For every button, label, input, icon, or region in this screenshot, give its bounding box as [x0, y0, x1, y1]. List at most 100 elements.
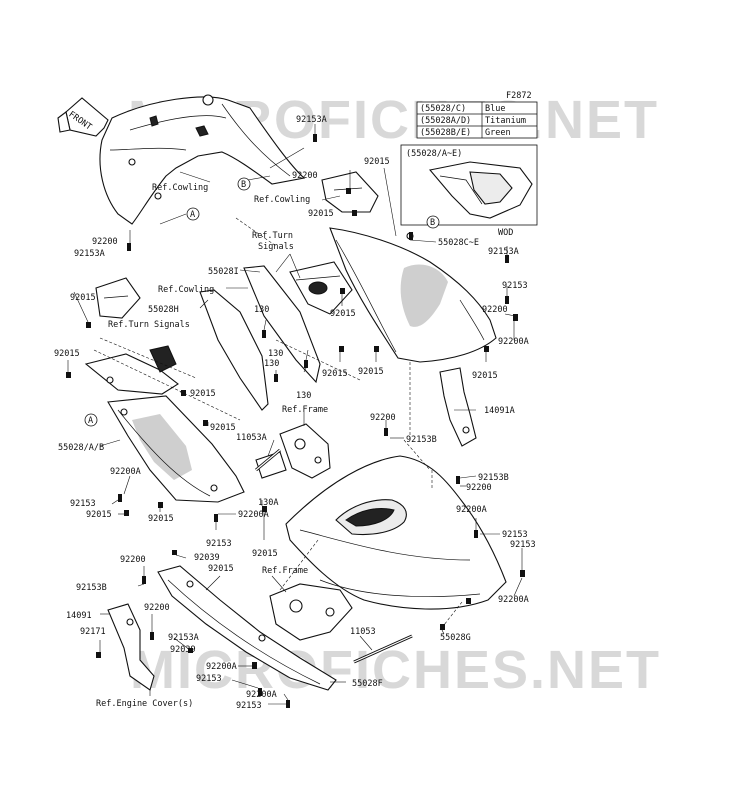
label-130-c: 130 [264, 359, 279, 369]
label-ref-cowling-a: Ref.Cowling [152, 183, 208, 193]
label-92015-f: 92015 [322, 369, 348, 379]
inset-title: (55028/A~E) [406, 149, 462, 159]
stay-rod-11053 [353, 634, 413, 664]
front-arrow-icon: FRONT [57, 97, 109, 137]
label-92153B-b: 92153B [478, 473, 509, 483]
label-92015-i: 92015 [190, 389, 216, 399]
marker-A-left: A [88, 416, 93, 426]
inset-caption: WOD [498, 228, 513, 238]
label-130A: 130A [258, 498, 278, 508]
label-ref-cowling-c: Ref.Cowling [158, 285, 214, 295]
label-92200A-e: 92200A [498, 595, 529, 605]
marker-B-top: B [241, 180, 246, 190]
label-92015-l: 92015 [148, 514, 174, 524]
label-92200A-a: 92200A [498, 337, 529, 347]
label-92200-b: 92200 [92, 237, 118, 247]
label-92153A-b: 92153A [74, 249, 105, 259]
turn-signal-bracket [289, 261, 353, 315]
label-92200-a: 92200 [292, 171, 318, 181]
legend-color-2: Green [485, 128, 511, 138]
ref-cowling-left-piece [95, 277, 141, 319]
label-92200A-g: 92200A [246, 690, 277, 700]
label-92200-f: 92200 [120, 555, 146, 565]
label-55028G: 55028G [440, 633, 471, 643]
label-55028C-E: 55028C~E [438, 238, 479, 248]
label-130-d: 130 [296, 391, 311, 401]
label-92015-k: 92015 [86, 510, 112, 520]
label-92153-f: 92153 [196, 674, 222, 684]
marker-B-right: B [430, 218, 435, 228]
label-92153-a: 92153 [502, 281, 528, 291]
label-55028H: 55028H [148, 305, 179, 315]
label-92039-b: 92039 [170, 645, 196, 655]
diagram-code: F2872 [506, 91, 532, 101]
label-11053: 11053 [350, 627, 376, 637]
left-turn-signal-assembly [84, 345, 179, 395]
fasteners [66, 134, 525, 708]
bracket-14091A [439, 367, 477, 447]
label-92039-a: 92039 [194, 553, 220, 563]
part-labels: 92153A 92200 Ref.Cowling 92200 92153A 92… [54, 115, 536, 711]
label-92015-e: 92015 [54, 349, 80, 359]
ref-frame-bracket-center [255, 423, 331, 479]
label-92015-d: 92015 [330, 309, 356, 319]
label-92200A-c: 92200A [238, 510, 269, 520]
stay-rod-11053A [255, 448, 281, 472]
label-92015-h: 92015 [472, 371, 498, 381]
label-92200-d: 92200 [370, 413, 396, 423]
label-55028F: 55028F [352, 679, 383, 689]
label-92153B-a: 92153B [406, 435, 437, 445]
watermark-bottom: MICROFICHES.NET [130, 640, 661, 700]
label-14091A: 14091A [484, 406, 515, 416]
label-ref-engine-cover: Ref.Engine Cover(s) [96, 699, 193, 709]
label-92200-e: 92200 [466, 483, 492, 493]
marker-A-top: A [190, 210, 195, 220]
label-92015-c: 92015 [70, 293, 96, 303]
label-92015-a: 92015 [364, 157, 390, 167]
detail-inset: (55028/A~E) WOD [400, 144, 538, 238]
left-lower-fairing [107, 395, 245, 503]
label-92153-g: 92153 [236, 701, 262, 711]
legend-color-1: Titanium [485, 116, 526, 126]
legend-part-1: (55028A/D) [420, 116, 471, 126]
label-ref-turn-signals: Ref.Turn Signals [108, 320, 190, 330]
ref-frame-mount-lower [269, 583, 353, 641]
label-11053A: 11053A [236, 433, 267, 443]
label-92153-c: 92153 [502, 530, 528, 540]
label-92153-d: 92153 [206, 539, 232, 549]
label-92015-b: 92015 [308, 209, 334, 219]
label-55028I: 55028I [208, 267, 239, 277]
label-92200A-f: 92200A [206, 662, 237, 672]
lower-panel-55028F [157, 565, 337, 691]
label-92153-b: 92153 [70, 499, 96, 509]
label-92153A-d: 92153A [168, 633, 199, 643]
label-ref-frame-a: Ref.Frame [282, 405, 328, 415]
color-legend-table: (55028/C) Blue (55028A/D) Titanium (5502… [416, 101, 538, 139]
legend-part-0: (55028/C) [420, 104, 466, 114]
label-92171: 92171 [80, 627, 106, 637]
inner-panel-55028I [243, 265, 321, 384]
leader-lines [67, 124, 523, 705]
under-cowl-55028G [285, 455, 507, 610]
label-92200A-d: 92200A [456, 505, 487, 515]
label-ref-cowling-b: Ref.Cowling [254, 195, 310, 205]
upper-fairing-side-panel [329, 227, 497, 363]
label-92015-g: 92015 [358, 367, 384, 377]
inner-panel-55028H [199, 289, 269, 411]
bracket-14091 [107, 603, 155, 691]
ref-upper-cowling [99, 94, 306, 225]
label-ref-turn-a2: Signals [258, 242, 294, 252]
label-ref-frame-b: Ref.Frame [262, 566, 308, 576]
label-92153A-a: 92153A [296, 115, 327, 125]
label-ref-turn-a1: Ref.Turn [252, 231, 293, 241]
label-130-a: 130 [254, 305, 269, 315]
label-92200A-b: 92200A [110, 467, 141, 477]
label-92153-e: 92153 [510, 540, 536, 550]
label-92200-g: 92200 [144, 603, 170, 613]
label-92200-c: 92200 [482, 305, 508, 315]
label-92015-j: 92015 [210, 423, 236, 433]
label-92015-n: 92015 [208, 564, 234, 574]
legend-part-2: (55028B/E) [420, 128, 471, 138]
